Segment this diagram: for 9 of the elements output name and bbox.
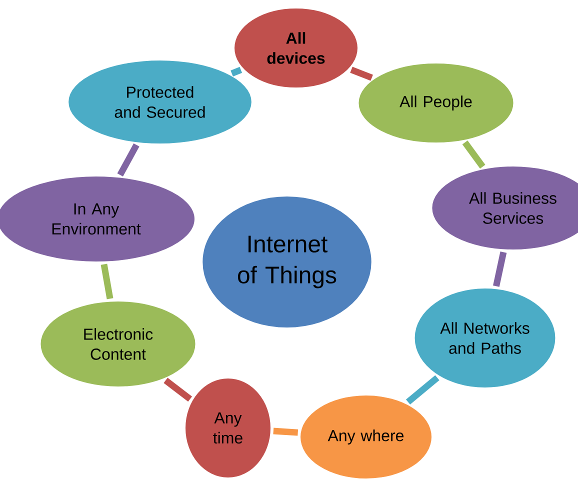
connector-line [164,378,192,402]
connector-line [462,140,486,169]
connector-line [350,66,373,81]
connector-line [406,375,440,405]
connector-line [493,252,507,287]
connector-line [230,66,242,76]
connector-line [100,264,114,300]
connector-line [273,428,298,436]
connector-line [117,143,140,177]
